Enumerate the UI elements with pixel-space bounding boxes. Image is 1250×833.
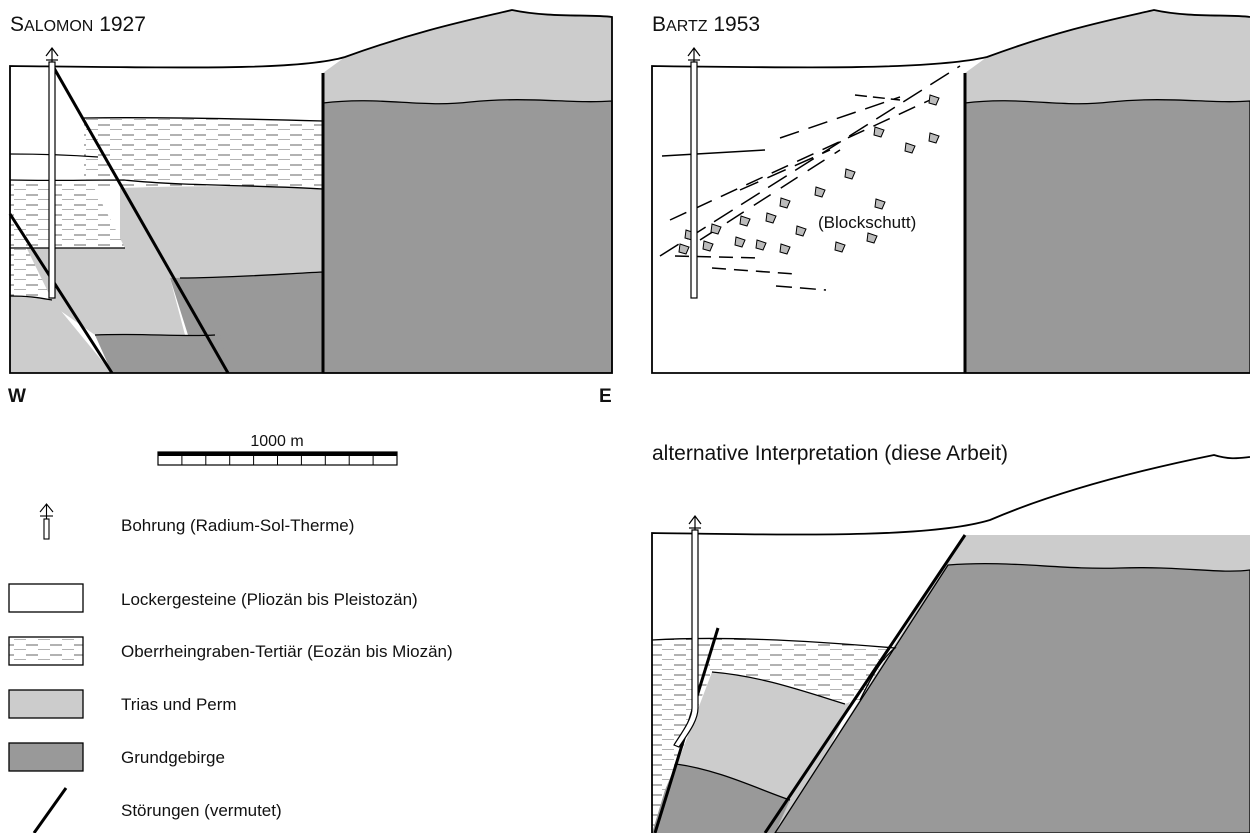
legend-trias-swatch xyxy=(8,689,84,719)
bartz-dashed-faults xyxy=(659,65,961,291)
legend-tertiaer-swatch xyxy=(8,636,84,666)
legend: Bohrung (Radium-Sol-Therme) Lockergestei… xyxy=(8,503,453,833)
scale-bar-label: 1000 m xyxy=(250,433,303,450)
panel-salomon-title: SALOMON 1927 xyxy=(10,13,146,36)
panel-alternative-interpretation: alternative Interpretation (diese Arbeit… xyxy=(651,442,1250,833)
bartz-block-fragments xyxy=(678,94,940,255)
legend-fault-line-icon xyxy=(32,787,68,833)
salomon-fault-east xyxy=(52,67,230,374)
blockschutt-label: (Blockschutt) xyxy=(818,213,916,232)
east-label: E xyxy=(599,386,612,407)
west-label: W xyxy=(8,386,26,407)
legend-lockergesteine-swatch xyxy=(8,583,84,613)
legend-borehole-icon xyxy=(39,503,54,540)
legend-label-lockergesteine: Lockergesteine (Pliozän bis Pleistozän) xyxy=(121,590,418,609)
alternative-fault-east xyxy=(763,534,967,833)
panel-alternative-title: alternative Interpretation (diese Arbeit… xyxy=(652,442,1008,465)
legend-label-grundgebirge: Grundgebirge xyxy=(121,748,225,767)
legend-label-trias: Trias und Perm xyxy=(121,695,237,714)
panel-salomon-1927: SALOMON 1927 xyxy=(8,9,613,407)
alternative-fill xyxy=(652,535,1250,833)
bartz-borehole-icon xyxy=(687,47,701,299)
panel-bartz-1953: BARTZ 1953 xyxy=(651,9,1250,374)
salomon-borehole-icon xyxy=(45,47,59,299)
legend-label-borehole: Bohrung (Radium-Sol-Therme) xyxy=(121,516,354,535)
legend-label-stoerungen: Störungen (vermutet) xyxy=(121,801,282,820)
legend-grundgebirge-swatch xyxy=(8,742,84,772)
scale-bar: 1000 m xyxy=(157,433,398,466)
legend-label-tertiaer: Oberrheingraben-Tertiär (Eozän bis Miozä… xyxy=(121,642,453,661)
salomon-fault-west xyxy=(8,213,114,374)
panel-bartz-title: BARTZ 1953 xyxy=(652,13,760,36)
alternative-borehole-icon xyxy=(673,515,702,748)
salomon-graben-fill xyxy=(10,60,323,373)
